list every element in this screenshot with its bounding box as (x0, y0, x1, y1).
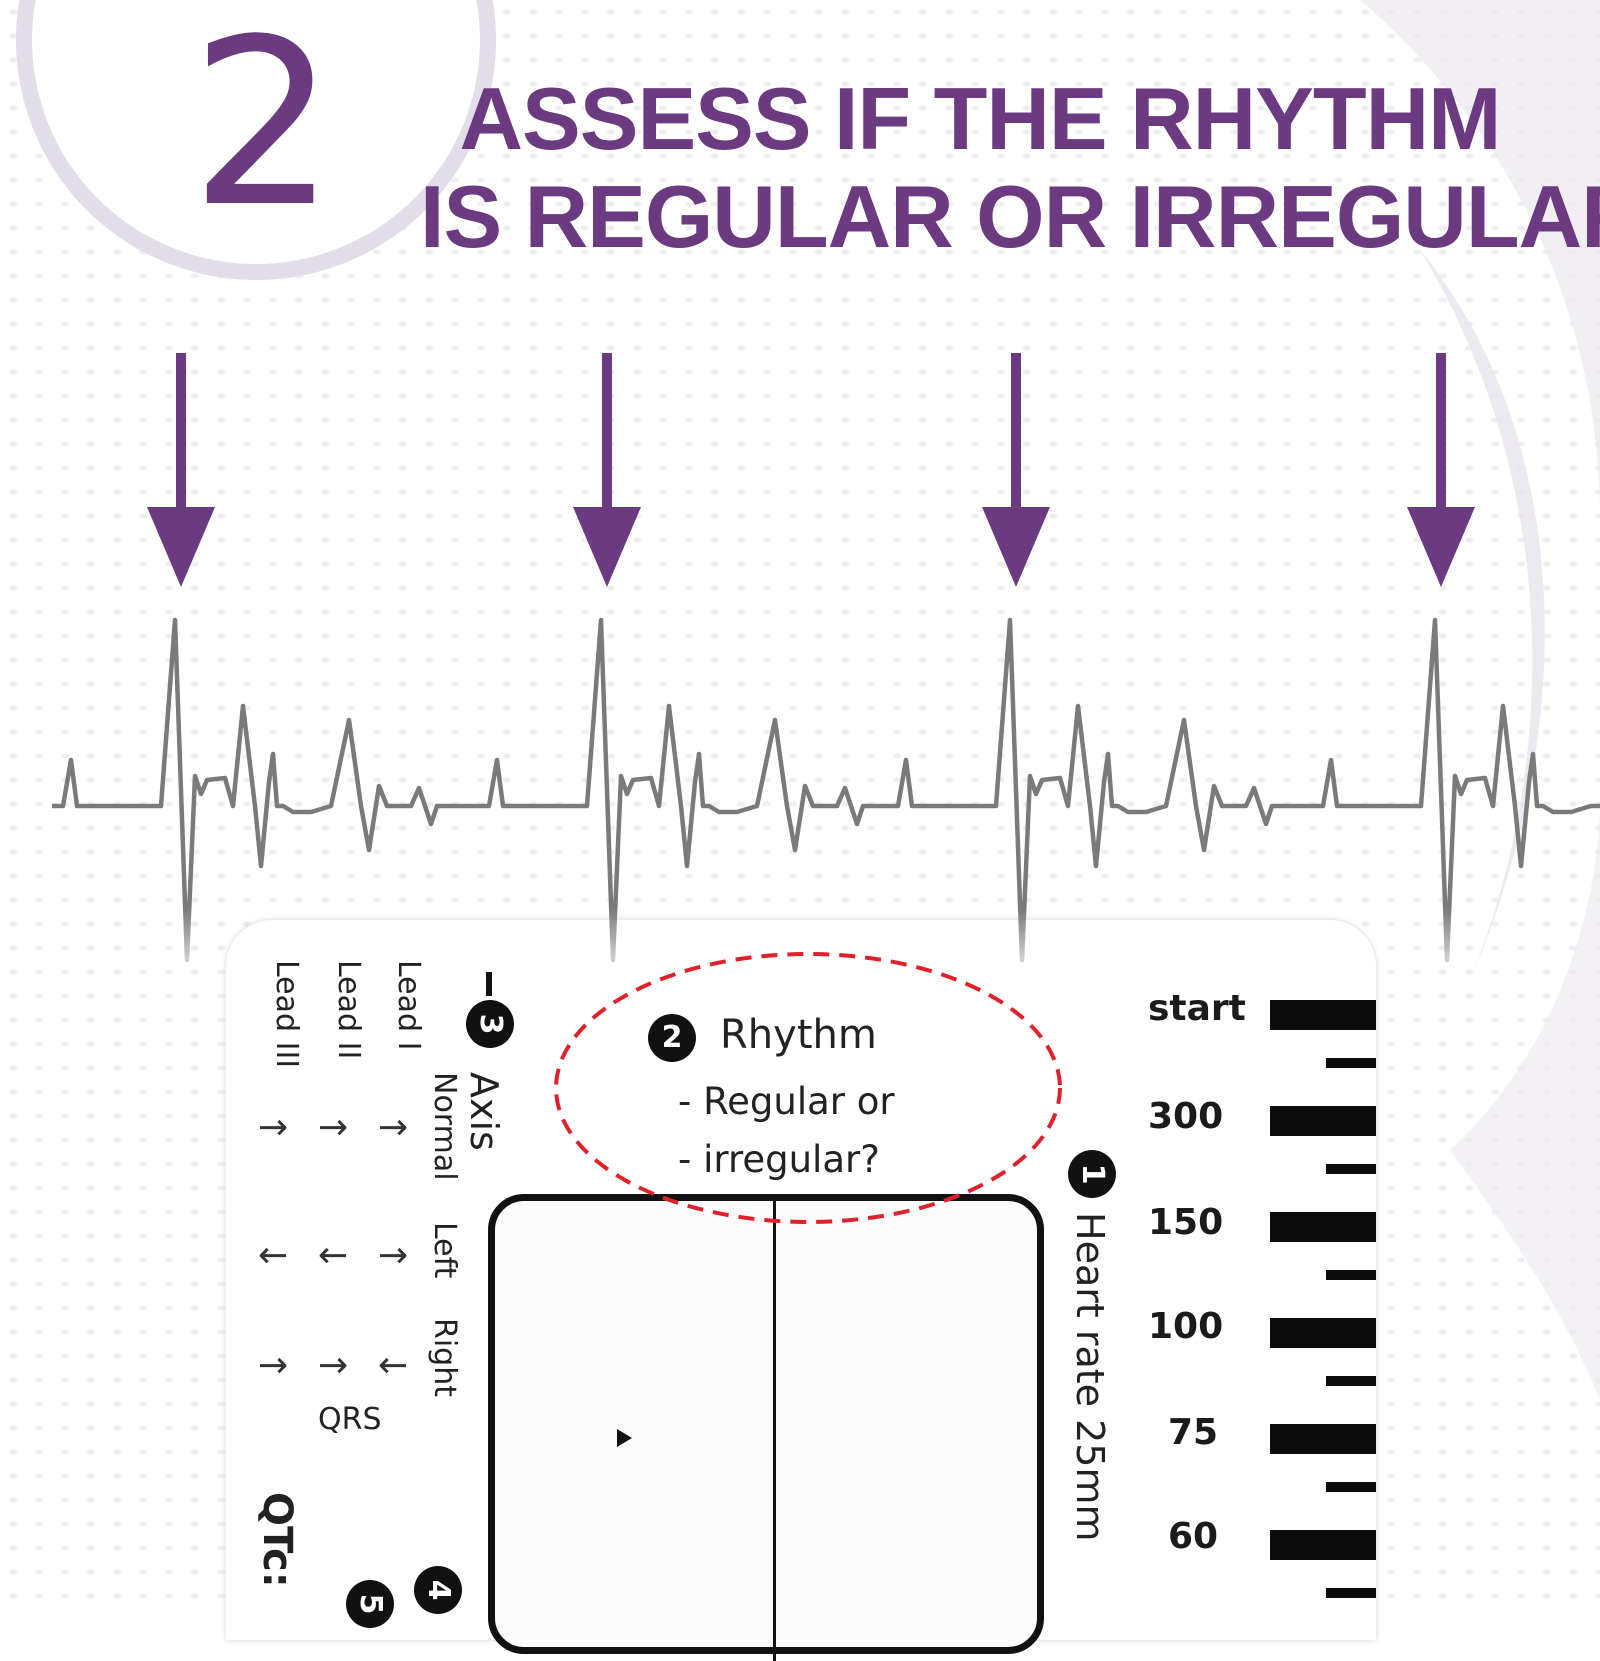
scale-label-75: 75 (1168, 1412, 1219, 1453)
axis-badge-stem (486, 972, 492, 996)
scale-tick-100 (1270, 1318, 1376, 1348)
scale-minor-tick (1326, 1164, 1376, 1174)
rhythm-title: Rhythm (720, 1012, 877, 1058)
ecg-overlay (50, 353, 1600, 1224)
beat-arrow-shaft-4 (1436, 353, 1446, 513)
qrs-label: QRS (318, 1402, 382, 1437)
rhythm-badge: 2 (648, 1014, 696, 1062)
arrow-down-icon (147, 507, 215, 587)
scale-tick-150 (1270, 1212, 1376, 1242)
step-number: 2 (190, 0, 337, 258)
axis-arrow-lead-iii-right: → (258, 1345, 289, 1386)
scale-minor-tick (1326, 1270, 1376, 1280)
scale-minor-tick (1326, 1482, 1376, 1492)
beat-arrows (147, 353, 1475, 587)
headline-line-2: IS REGULAR OR IRREGULAR (420, 167, 1600, 266)
scale-label-100: 100 (1148, 1306, 1224, 1347)
headline: ASSESS IF THE RHYTHM IS REGULAR OR IRREG… (420, 69, 1600, 266)
scale-tick-start (1270, 1000, 1376, 1030)
axis-arrow-lead-iii-left: ← (258, 1235, 289, 1276)
scale-tick-75 (1270, 1424, 1376, 1454)
arrow-down-icon (1407, 507, 1475, 587)
scale-label-60: 60 (1168, 1516, 1219, 1557)
beat-arrow-shaft-3 (1011, 353, 1021, 513)
scale-minor-tick (1326, 1376, 1376, 1386)
scale-tick-300 (1270, 1106, 1376, 1136)
scale-minor-tick (1326, 1588, 1376, 1598)
axis-arrow-lead-i-left: → (378, 1235, 409, 1276)
beat-arrow-shaft-1 (176, 353, 186, 513)
scale-label-300: 300 (1148, 1096, 1224, 1137)
axis-arrow-lead-ii-left: ← (318, 1235, 349, 1276)
background-swoosh (1360, 0, 1600, 1400)
arrow-down-icon (982, 507, 1050, 587)
axis-arrow-lead-i-right: ← (378, 1345, 409, 1386)
headline-line-1: ASSESS IF THE RHYTHM (459, 69, 1502, 168)
scale-label-start: start (1148, 988, 1246, 1029)
axis-arrow-lead-ii-normal: → (318, 1107, 349, 1148)
rhythm-line-2: - irregular? (678, 1138, 880, 1181)
rhythm-line-1: - Regular or (678, 1080, 895, 1123)
window-divider (773, 1201, 776, 1661)
arrow-down-icon (573, 507, 641, 587)
scale-minor-tick (1326, 1058, 1376, 1068)
ecg-trace (50, 617, 1600, 963)
axis-arrow-lead-iii-normal: → (258, 1107, 289, 1148)
measuring-window (488, 1194, 1044, 1661)
axis-arrow-lead-ii-right: → (318, 1345, 349, 1386)
axis-arrow-lead-i-normal: → (378, 1107, 409, 1148)
beat-arrow-shaft-2 (602, 353, 612, 513)
scale-label-150: 150 (1148, 1202, 1224, 1243)
triangle-right-icon (617, 1429, 632, 1447)
scale-tick-60 (1270, 1530, 1376, 1560)
rhythm-highlight-ellipse (554, 952, 1062, 1224)
